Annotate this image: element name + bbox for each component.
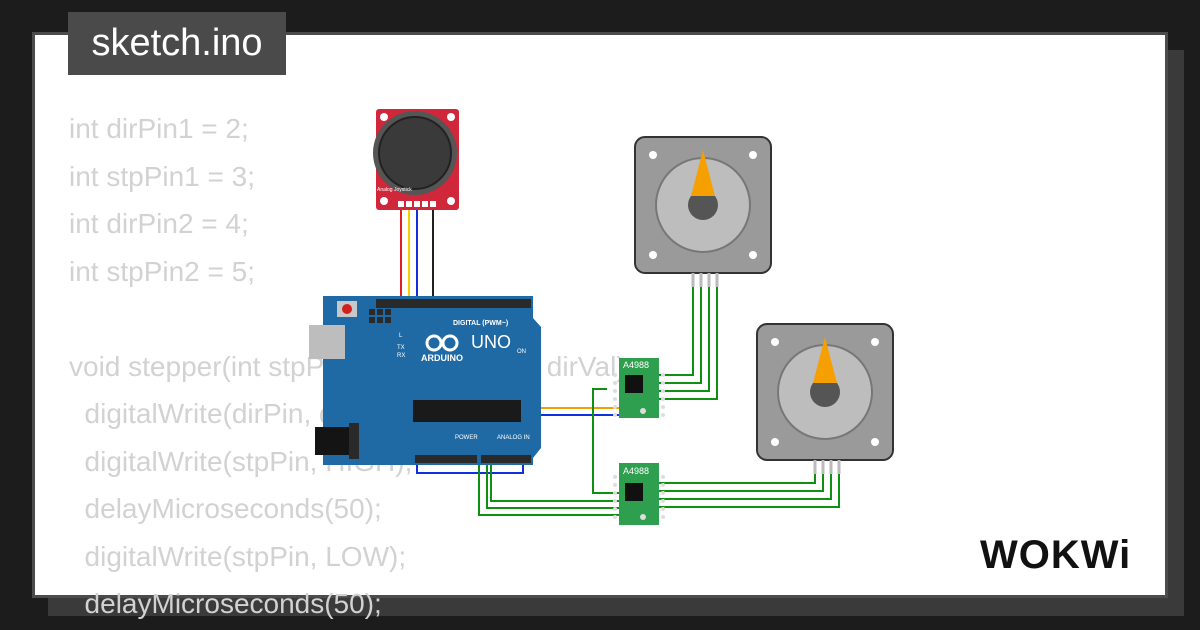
a4988-driver-2[interactable]: A4988 [613,463,665,525]
wire-green-4 [592,388,619,494]
digital-header [376,299,531,308]
rx-label: RX [397,353,405,359]
code-line: delayMicroseconds(50); [69,493,382,524]
circuit-diagram: Analog Joystick DIGITAL (PWM~) UNO [309,109,894,525]
wokwi-logo-text: WOKWi [980,533,1131,577]
power-header [415,455,531,463]
driver-label: A4988 [623,360,649,370]
power-jack [315,427,353,455]
code-background: int dirPin1 = 2; int stpPin1 = 3; int di… [69,105,626,628]
joystick-label: Analog Joystick [377,187,412,193]
code-line: delayMicroseconds(50); [69,588,382,619]
analog-label: ANALOG IN [497,435,530,441]
code-line: int stpPin2 = 5; [69,255,256,287]
code-line: int dirPin1 = 2; [69,113,249,144]
driver-label: A4988 [623,466,649,476]
arduino-logo-icon [425,334,459,352]
analog-joystick[interactable]: Analog Joystick [373,109,459,210]
code-line: int stpPin1 = 3; [69,160,256,192]
on-label: ON [517,349,526,355]
stepper-motor-2[interactable] [756,323,894,474]
microcontroller-chip [413,400,521,422]
tx-label: TX [397,345,405,351]
code-line: digitalWrite(stpPin, LOW); [69,540,407,572]
motor-pointer-icon [813,337,837,383]
digital-label: DIGITAL (PWM~) [453,320,508,327]
arduino-uno[interactable]: DIGITAL (PWM~) UNO ARDUINO ON TX RX L PO… [309,296,541,465]
file-tab[interactable]: sketch.ino [68,12,286,75]
a4988-driver-1[interactable]: A4988 [613,358,665,418]
usb-port [309,325,345,359]
wokwi-logo: WOKWi [980,533,1131,577]
l-label: L [399,333,403,339]
power-label: POWER [455,435,478,441]
stepper-motor-1[interactable] [634,136,772,287]
wire-green-3 [490,458,619,502]
motor-pointer-icon [691,150,715,196]
board-brand: ARDUINO [421,353,463,363]
icsp-header [369,309,391,323]
board-model: UNO [471,332,511,352]
preview-frame: int dirPin1 = 2; int stpPin1 = 3; int di… [32,32,1168,619]
code-line: int dirPin2 = 4; [69,208,249,239]
motor-wires [659,286,840,508]
